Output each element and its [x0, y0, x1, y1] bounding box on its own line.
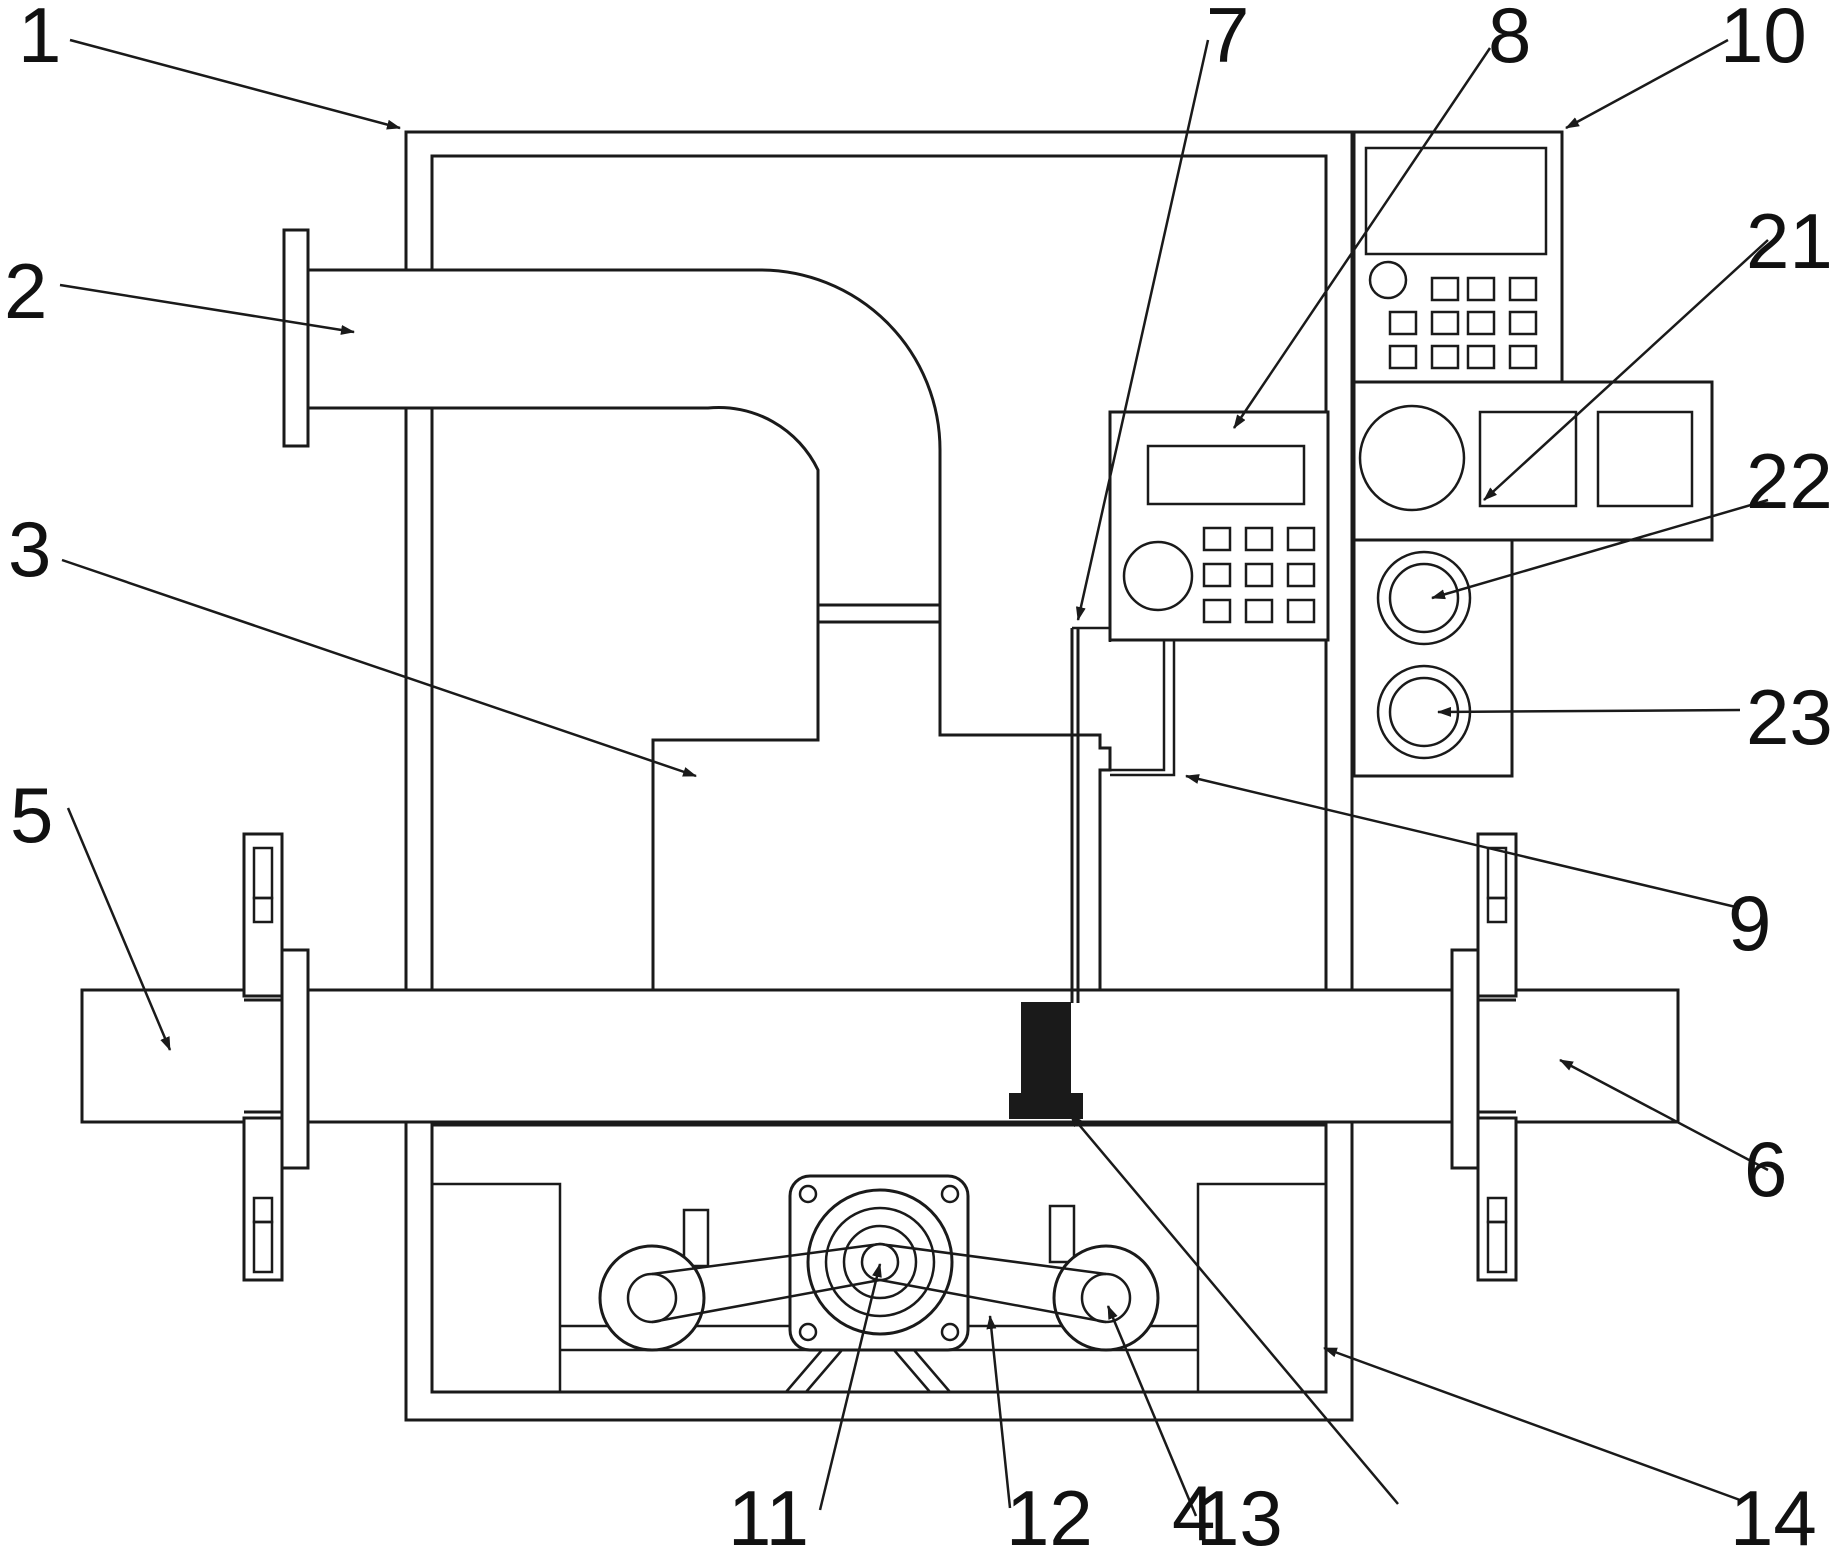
inlet-pipe: [282, 228, 1112, 1002]
label-14: 14: [1730, 1474, 1817, 1551]
label-4: 4: [1172, 1469, 1215, 1551]
controller-keypad: [1202, 526, 1316, 624]
label-11: 11: [728, 1474, 809, 1551]
label-13: 13: [1196, 1474, 1283, 1551]
label-21: 21: [1746, 197, 1833, 285]
label-9: 9: [1728, 879, 1771, 967]
label-7: 7: [1206, 0, 1249, 79]
label-10: 10: [1720, 0, 1807, 79]
leader-lines: [59, 38, 1769, 1517]
left-flange: [242, 832, 310, 1282]
label-2: 2: [4, 247, 47, 335]
label-23: 23: [1746, 673, 1833, 761]
drive-mechanism: [430, 1174, 1328, 1394]
label-5: 5: [10, 771, 53, 859]
controller-panel: [1108, 410, 1330, 642]
housing-frame: [404, 130, 1354, 1422]
label-1: 1: [18, 0, 61, 79]
main-pipe: [80, 988, 1680, 1124]
label-6: 6: [1744, 1125, 1787, 1213]
control-box-keypad: [1388, 276, 1538, 370]
indicator-panel: [1352, 380, 1714, 778]
label-8: 8: [1488, 0, 1531, 79]
label-22: 22: [1746, 437, 1833, 525]
part-labels: 1 2 3 4 5 6 7 8 9 10 11 12 13 14 21 22 2…: [4, 0, 1833, 1551]
label-3: 3: [8, 505, 51, 593]
right-flange: [1450, 832, 1518, 1282]
control-box: [1352, 130, 1564, 384]
label-12: 12: [1006, 1474, 1093, 1551]
sensor-probe: [1009, 628, 1083, 1119]
